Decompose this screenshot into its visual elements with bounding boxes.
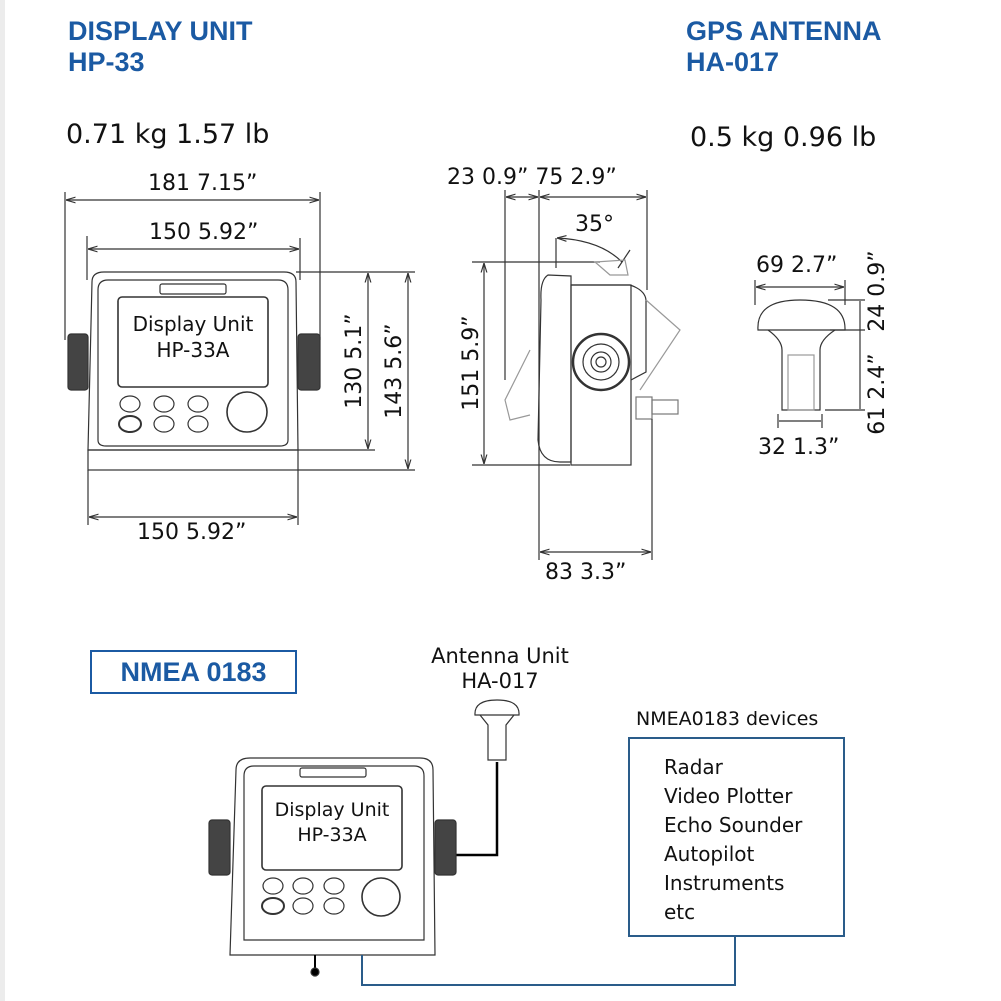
dim-side-height: 151 5.9” bbox=[459, 315, 484, 411]
nmea-wiring-diagram bbox=[208, 699, 736, 986]
dim-width-top: 150 5.92” bbox=[149, 220, 259, 245]
gps-antenna-drawing bbox=[754, 280, 865, 428]
dim-side-bottom-depth: 83 3.3” bbox=[545, 560, 627, 585]
dim-antenna-dome-height: 24 0.9” bbox=[865, 250, 890, 332]
display-unit-title: DISPLAY UNIT bbox=[68, 16, 253, 46]
display-unit-weight: 0.71 kg 1.57 lb bbox=[66, 119, 270, 150]
device-radar: Radar bbox=[664, 755, 723, 779]
dim-height-outer: 143 5.6” bbox=[382, 323, 407, 419]
dim-side-top-depth: 23 0.9” 75 2.9” bbox=[447, 165, 617, 190]
screen-label-line2: HP-33A bbox=[156, 338, 230, 362]
dim-height-inner: 130 5.1” bbox=[342, 313, 367, 409]
nmea-devices-title: NMEA0183 devices bbox=[636, 708, 819, 730]
display-unit-front-drawing bbox=[67, 271, 321, 471]
antenna-unit-label: Antenna Unit bbox=[431, 644, 569, 668]
dim-antenna-base-width: 32 1.3” bbox=[758, 435, 840, 460]
display-unit-model: HP-33 bbox=[68, 47, 145, 77]
dim-tilt-angle: 35° bbox=[575, 212, 614, 237]
dim-antenna-dome-width: 69 2.7” bbox=[756, 253, 838, 278]
gps-antenna-model: HA-017 bbox=[686, 47, 780, 77]
nmea-0183-badge: NMEA 0183 bbox=[90, 650, 297, 694]
gps-antenna-weight: 0.5 kg 0.96 lb bbox=[690, 122, 877, 153]
screen-label-line1: Display Unit bbox=[132, 312, 254, 336]
front-view-dimensions bbox=[64, 192, 415, 525]
nmea-devices-box: Radar Video Plotter Echo Sounder Autopil… bbox=[628, 737, 845, 937]
dim-width-bottom: 150 5.92” bbox=[137, 520, 247, 545]
dim-width-overall: 181 7.15” bbox=[148, 171, 258, 196]
device-instruments: Instruments bbox=[664, 871, 785, 895]
display-unit-model-label: HP-33A bbox=[297, 824, 367, 846]
display-unit-label: Display Unit bbox=[274, 799, 390, 821]
dim-antenna-total-height: 61 2.4” bbox=[865, 353, 890, 435]
side-view-drawing bbox=[472, 190, 681, 560]
gps-antenna-title: GPS ANTENNA bbox=[686, 16, 882, 46]
device-echo-sounder: Echo Sounder bbox=[664, 813, 803, 837]
device-etc: etc bbox=[664, 900, 696, 924]
device-autopilot: Autopilot bbox=[664, 842, 755, 866]
left-edge-strip bbox=[0, 0, 5, 1001]
antenna-unit-model: HA-017 bbox=[461, 669, 539, 693]
device-video-plotter: Video Plotter bbox=[664, 784, 793, 808]
